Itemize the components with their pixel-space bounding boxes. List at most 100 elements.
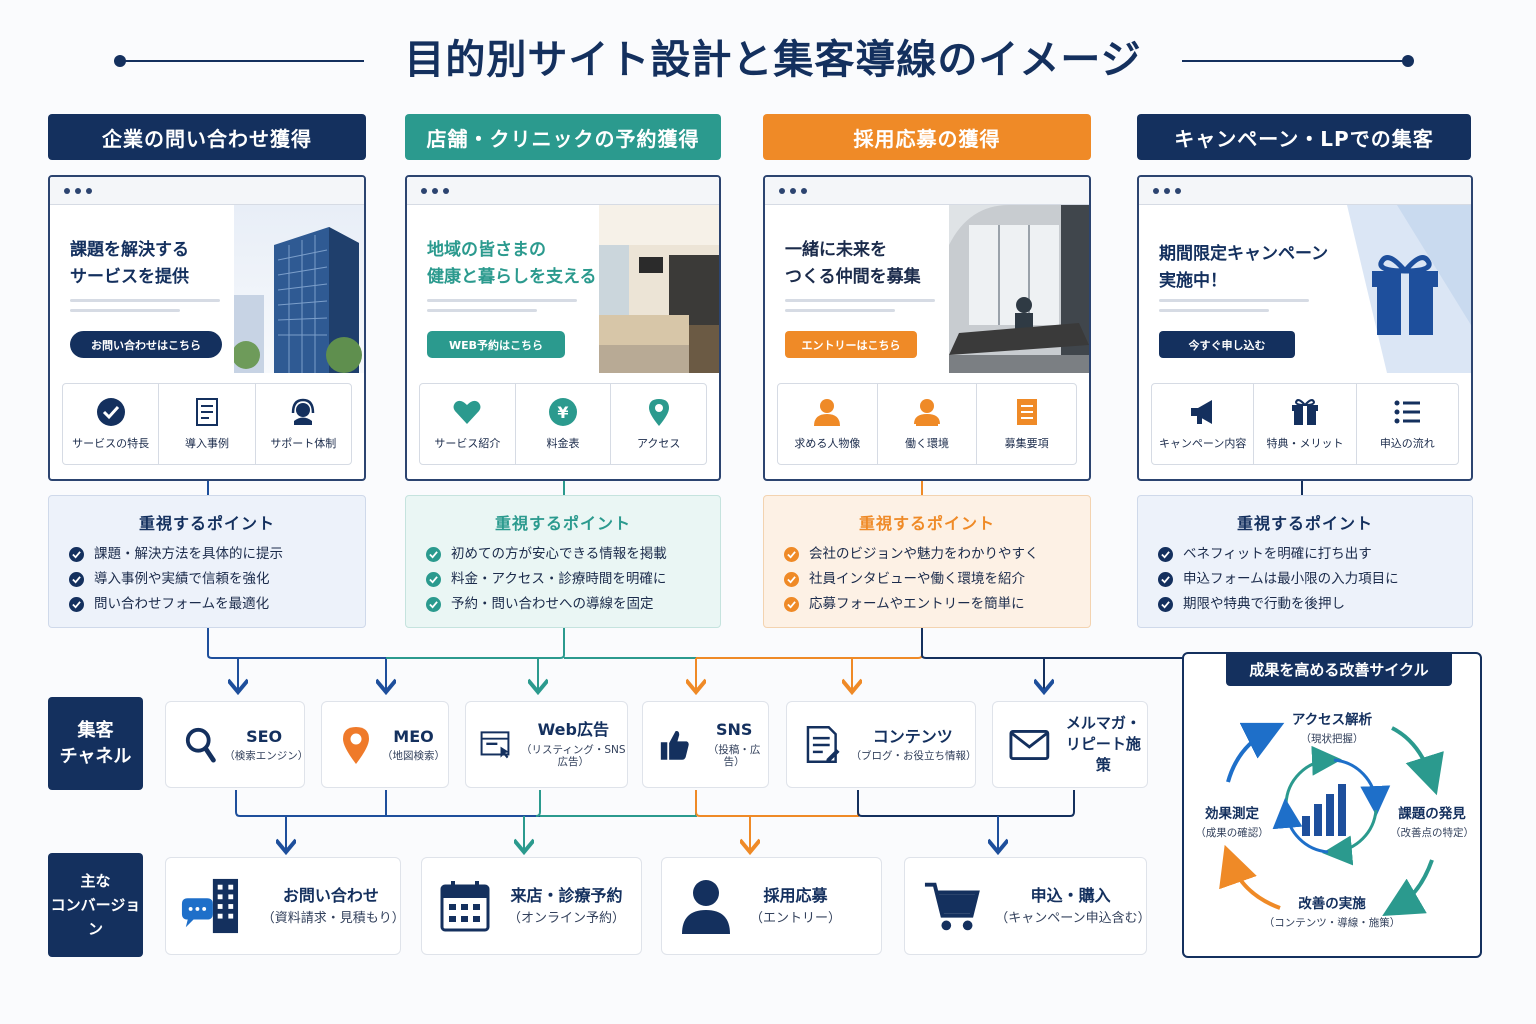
- feature-label: 特典・メリット: [1266, 437, 1344, 450]
- feature-item[interactable]: 導入事例: [159, 384, 256, 464]
- feature-item[interactable]: 求める人物像: [778, 384, 878, 464]
- cta-button-contact[interactable]: お問い合わせはこちら: [70, 331, 222, 358]
- feature-label: アクセス: [636, 437, 681, 450]
- point-item: 社員インタビューや働く環境を紹介: [784, 567, 1070, 592]
- browser-bar: [407, 177, 719, 205]
- check-icon: [1158, 597, 1173, 612]
- conversion-card-purchase[interactable]: 申込・購入（キャンペーン申込含む）: [904, 857, 1151, 955]
- conversions-label: 主な コンバージョン: [48, 853, 143, 957]
- point-item: 問い合わせフォームを最適化: [69, 592, 345, 617]
- conversion-sub: （キャンペーン申込含む）: [995, 910, 1151, 926]
- feature-label: サポート体制: [270, 437, 337, 450]
- feature-grid: キャンペーン内容 特典・メリット 申込の流れ: [1151, 383, 1459, 465]
- point-item: 期限や特典で行動を後押し: [1158, 592, 1452, 617]
- hero-text-line: [785, 299, 935, 302]
- check-icon: [784, 572, 799, 587]
- feature-label: 導入事例: [184, 437, 229, 450]
- check-icon: [784, 547, 799, 562]
- hero-section: 一緒に未来を つくる仲間を募集 エントリーはこちら: [765, 205, 1089, 373]
- check-icon: [69, 597, 84, 612]
- mail-icon: [1009, 729, 1050, 760]
- feature-label: 申込の流れ: [1379, 437, 1435, 450]
- browser-bar: [1139, 177, 1471, 205]
- channel-card-web-ads[interactable]: Web広告（リスティング・SNS広告）: [465, 701, 628, 788]
- cta-button-apply-now[interactable]: 今すぐ申し込む: [1159, 331, 1295, 358]
- channel-card-newsletter[interactable]: メルマガ・ リピート施策: [992, 701, 1148, 788]
- channel-card-seo[interactable]: SEO（検索エンジン）: [165, 701, 308, 788]
- point-box-corporate: 重視するポイント 課題・解決方法を具体的に提示 導入事例や実績で信頼を強化 問い…: [48, 495, 366, 628]
- title-row: 目的別サイト設計と集客導線のイメージ: [0, 30, 1536, 90]
- browser-mockup-campaign: 期間限定キャンペーン 実施中！ 今すぐ申し込む キャンペーン内容 特典・メリット…: [1137, 175, 1473, 481]
- feature-label: サービス紹介: [434, 437, 501, 450]
- megaphone-icon: [1190, 400, 1212, 424]
- hero-headline: 期間限定キャンペーン 実施中！: [1159, 244, 1329, 291]
- feature-item[interactable]: サービス紹介: [420, 384, 516, 464]
- hero-headline: 課題を解決する サービスを提供: [70, 240, 189, 287]
- feature-item[interactable]: 働く環境: [878, 384, 978, 464]
- map-pin-icon: [648, 399, 669, 426]
- channel-card-meo[interactable]: MEO（地図検索）: [321, 701, 449, 788]
- cycle-node-discover: 課題の発見（改善点の特定）: [1390, 806, 1474, 839]
- feature-item[interactable]: 申込の流れ: [1357, 384, 1458, 464]
- cta-button-entry[interactable]: エントリーはこちら: [785, 331, 917, 358]
- column-header-campaign: キャンペーン・LPでの集客: [1137, 114, 1471, 160]
- point-title: 重視するポイント: [138, 514, 275, 533]
- hero-text-line: [70, 299, 220, 302]
- hero-text-line: [1159, 299, 1309, 302]
- feature-item[interactable]: キャンペーン内容: [1152, 384, 1255, 464]
- feature-item[interactable]: サポート体制: [256, 384, 351, 464]
- feature-label: キャンペーン内容: [1158, 437, 1247, 450]
- feature-label: サービスの特長: [72, 437, 150, 450]
- feature-label: 募集要項: [1004, 437, 1049, 450]
- hero-text-line: [1159, 309, 1269, 312]
- conversion-card-reservation[interactable]: 来店・診療予約 （オンライン予約）: [421, 857, 642, 955]
- point-item: 料金・アクセス・診療時間を明確に: [426, 567, 700, 592]
- conversion-card-recruit[interactable]: 採用応募（エントリー）: [661, 857, 882, 955]
- browser-mockup-recruit: 一緒に未来を つくる仲間を募集 エントリーはこちら 求める人物像 働く環境 募集…: [763, 175, 1091, 481]
- check-icon: [426, 597, 441, 612]
- feature-item[interactable]: ¥ 料金表: [516, 384, 612, 464]
- point-box-recruit: 重視するポイント 会社のビジョンや魅力をわかりやすく 社員インタビューや働く環境…: [763, 495, 1091, 628]
- conversion-name: 来店・診療予約: [510, 885, 623, 905]
- content-doc-icon: [806, 725, 840, 763]
- feature-item[interactable]: 特典・メリット: [1254, 384, 1357, 464]
- point-box-campaign: 重視するポイント ベネフィットを明確に打ち出す 申込フォームは最小限の入力項目に…: [1137, 495, 1473, 628]
- hero-headline: 地域の皆さまの 健康と暮らしを支える: [427, 240, 597, 287]
- channel-name: SNS: [715, 720, 753, 740]
- cta-button-web-reserve[interactable]: WEB予約はこちら: [427, 331, 565, 358]
- point-item: 申込フォームは最小限の入力項目に: [1158, 567, 1452, 592]
- headset-icon: [292, 398, 315, 425]
- browser-ad-icon: [480, 730, 510, 758]
- hero-text-line: [427, 299, 577, 302]
- improvement-cycle-panel: 成果を高める改善サイクル アクセス解析（現状把握） 課題の発見（改善点の特定） …: [1182, 652, 1482, 958]
- check-icon: [1158, 547, 1173, 562]
- feature-item[interactable]: サービスの特長: [63, 384, 160, 464]
- channels-label: 集客 チャネル: [48, 697, 143, 790]
- cart-icon: [924, 882, 980, 931]
- channel-card-sns[interactable]: SNS（投稿・広告）: [642, 701, 769, 788]
- conversion-card-inquiry[interactable]: お問い合わせ（資料請求・見積もり）: [165, 857, 405, 955]
- building-chat-icon: [181, 878, 239, 934]
- feature-item[interactable]: アクセス: [611, 384, 706, 464]
- channel-sub: （リスティング・SNS広告）: [521, 743, 626, 769]
- check-icon: [69, 547, 84, 562]
- conversion-sub: （オンライン予約）: [508, 910, 626, 926]
- browser-bar: [765, 177, 1089, 205]
- browser-mockup-clinic: 地域の皆さまの 健康と暮らしを支える WEB予約はこちら サービス紹介 ¥ 料金…: [405, 175, 721, 481]
- feature-grid: サービスの特長 導入事例 サポート体制: [62, 383, 352, 465]
- channel-sub: （地図検索）: [382, 749, 445, 762]
- channel-card-content[interactable]: コンテンツ（ブログ・お役立ち情報）: [786, 701, 977, 788]
- channel-name: コンテンツ: [872, 726, 953, 746]
- hero-text-line: [70, 309, 180, 312]
- browser-bar: [50, 177, 364, 205]
- conversion-name: お問い合わせ: [282, 885, 379, 905]
- hero-text-line: [427, 309, 537, 312]
- point-box-clinic: 重視するポイント 初めての方が安心できる情報を掲載 料金・アクセス・診療時間を明…: [405, 495, 721, 628]
- point-item: 会社のビジョンや魅力をわかりやすく: [784, 542, 1070, 567]
- check-icon: [69, 572, 84, 587]
- feature-item[interactable]: 募集要項: [977, 384, 1076, 464]
- document-icon: [195, 398, 218, 426]
- hero-section: 期間限定キャンペーン 実施中！ 今すぐ申し込む: [1139, 205, 1471, 373]
- cycle-title: 成果を高める改善サイクル: [1226, 652, 1452, 686]
